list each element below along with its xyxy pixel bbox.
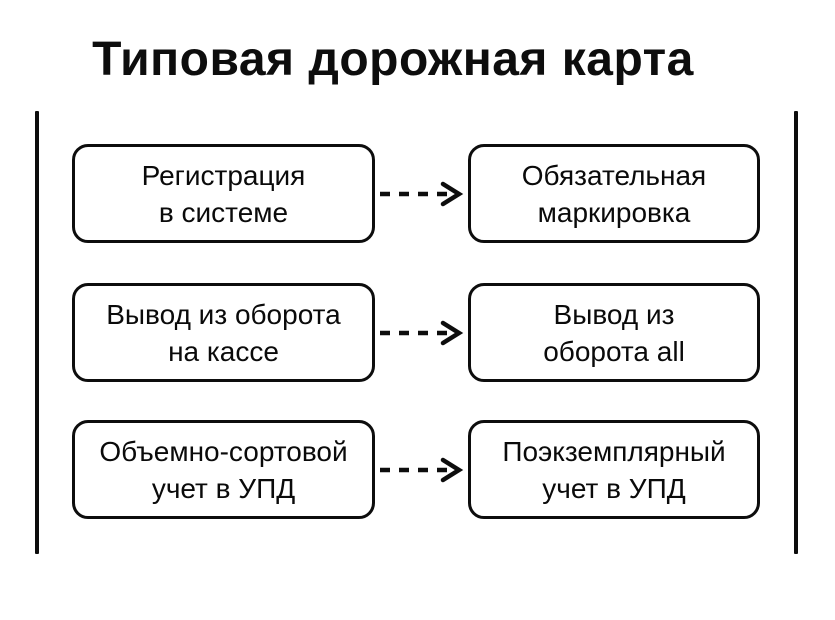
roadmap-row-3: Объемно-сортовой учет в УПД Поэкземплярн…	[0, 420, 835, 519]
step-box-withdrawal-at-checkout: Вывод из оборота на кассе	[72, 283, 375, 382]
dashed-arrow-icon	[377, 320, 466, 346]
roadmap-row-2: Вывод из оборота на кассе Вывод из оборо…	[0, 283, 835, 382]
step-box-withdrawal-all: Вывод из оборота all	[468, 283, 760, 382]
right-border-rule	[794, 111, 798, 554]
dashed-arrow-icon	[377, 457, 466, 483]
roadmap-row-1: Регистрация в системе Обязательная марки…	[0, 144, 835, 243]
page-title: Типовая дорожная карта	[92, 33, 694, 86]
dashed-arrow-icon	[377, 181, 466, 207]
step-box-volume-grade-accounting: Объемно-сортовой учет в УПД	[72, 420, 375, 519]
step-box-registration: Регистрация в системе	[72, 144, 375, 243]
left-border-rule	[35, 111, 39, 554]
step-box-per-unit-accounting: Поэкземплярный учет в УПД	[468, 420, 760, 519]
step-box-mandatory-marking: Обязательная маркировка	[468, 144, 760, 243]
